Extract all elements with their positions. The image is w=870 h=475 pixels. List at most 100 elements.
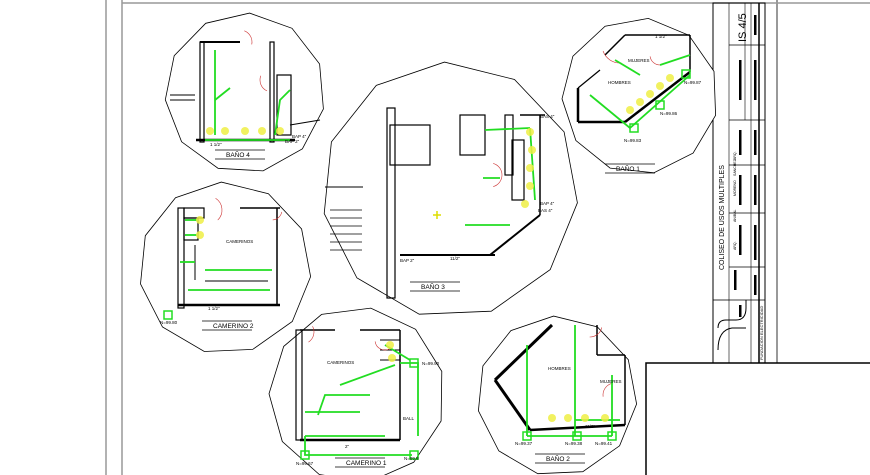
- wall: [493, 379, 532, 431]
- toilet-fixture: [636, 98, 644, 106]
- detail-label: 1 1/2": [210, 142, 222, 147]
- toilet-fixture: [521, 200, 529, 208]
- toilet-fixture: [196, 231, 204, 239]
- drain-pipe: [317, 394, 370, 416]
- title-block-text-mark: [739, 60, 742, 100]
- wall: [511, 139, 525, 201]
- detail-bubble-outline: [140, 181, 312, 352]
- detail-label: BAP 2": [400, 258, 415, 263]
- detail-label: N=99.86: [660, 111, 678, 116]
- wall: [624, 71, 691, 123]
- drain-pipe: [484, 127, 531, 131]
- toilet-fixture: [206, 127, 214, 135]
- wall: [389, 124, 431, 166]
- title-block-item: ARQ.: [733, 241, 737, 250]
- detail-label: N=99.87: [684, 80, 702, 85]
- inspection-box: [163, 310, 173, 320]
- drain-pipe: [339, 364, 396, 386]
- detail-bubble-outline: [561, 17, 717, 174]
- door-swing: [589, 327, 603, 338]
- detail-label: MUJERES: [600, 379, 622, 384]
- inspection-box: [607, 431, 617, 441]
- title-block-text-mark: [754, 15, 757, 35]
- detail-title: CAMERINO 2: [213, 323, 254, 330]
- detail-label: BAS 4": [540, 114, 555, 119]
- title-block-text-mark: [754, 175, 757, 205]
- title-block-text-mark: [754, 60, 757, 100]
- title-block-border: [712, 2, 766, 364]
- detail-label: N=99.8: [404, 456, 419, 461]
- wall: [276, 74, 292, 136]
- door-swing: [649, 56, 661, 66]
- inspection-box: [300, 450, 310, 460]
- door-swing: [259, 75, 268, 92]
- drain-pipe: [614, 59, 641, 76]
- wall: [493, 323, 554, 382]
- drain-pipe: [274, 89, 291, 136]
- firm-name: FUNDACION ELECTRICIDAD: [759, 306, 764, 360]
- title-block-text-mark: [754, 130, 757, 155]
- wall: [529, 423, 626, 432]
- title-block-item: MORENO: [733, 180, 737, 196]
- firm-logo: [717, 300, 747, 351]
- inspection-box: [572, 431, 582, 441]
- toilet-fixture: [528, 146, 536, 154]
- detail-label: N=99.80: [160, 320, 178, 325]
- title-block-text-mark: [739, 130, 742, 155]
- detail-title: BAÑO 4: [226, 150, 250, 159]
- detail-label: N=99.83: [624, 138, 642, 143]
- wall: [577, 69, 601, 89]
- detail-title: CAMERINO 1: [346, 460, 387, 467]
- door-swing: [602, 383, 612, 397]
- toilet-fixture: [241, 127, 249, 135]
- detail-label: BAP 2": [285, 139, 300, 144]
- detail-label: BAP 4": [540, 201, 555, 206]
- drain-pipe: [214, 87, 231, 101]
- inspection-box: [409, 358, 419, 368]
- toilet-fixture: [548, 414, 556, 422]
- title-block-item: SANCHEZ: [733, 158, 737, 176]
- sheet-number: IS 4/5: [737, 13, 749, 42]
- drain-pipe: [659, 54, 691, 66]
- inspection-box: [409, 450, 419, 460]
- detail-label: 1 1/2": [655, 34, 667, 39]
- drain-pipe: [304, 436, 412, 456]
- door-swing: [272, 211, 283, 221]
- title-block-text-mark: [739, 305, 742, 317]
- wall: [183, 217, 199, 241]
- toilet-fixture: [526, 182, 534, 190]
- door-swing: [493, 163, 503, 187]
- detail-bubble-outline: [164, 12, 324, 172]
- toilet-fixture: [388, 354, 396, 362]
- detail-label: 11/2": [450, 256, 460, 261]
- inspection-box: [522, 431, 532, 441]
- detail-label: N=99.41: [595, 441, 613, 446]
- title-block-text-mark: [734, 270, 737, 290]
- detail-label: 11/2": [585, 424, 595, 429]
- toilet-fixture: [386, 341, 394, 349]
- title-block-text-mark: [739, 225, 742, 255]
- toilet-fixture: [526, 164, 534, 172]
- door-swing: [308, 326, 315, 343]
- wall: [386, 107, 396, 299]
- toilet-fixture: [626, 106, 634, 114]
- wall: [459, 114, 486, 156]
- title-block-text-mark: [754, 275, 757, 295]
- wall: [289, 119, 321, 126]
- detail-label: 2": [345, 444, 350, 449]
- bottom-right-box: [645, 362, 870, 475]
- title-block-text-mark: [754, 225, 757, 260]
- detail-label: HOMBRES: [608, 80, 631, 85]
- title-block-item: ARQ.: [733, 151, 737, 160]
- drain-pipe: [529, 127, 536, 201]
- detail-label: CAMERINOS: [226, 239, 253, 244]
- toilet-fixture: [276, 127, 284, 135]
- detail-label: MUJERES: [628, 58, 650, 63]
- detail-label: CAMERINOS: [327, 360, 354, 365]
- detail-label: N=99.37: [515, 441, 533, 446]
- toilet-fixture: [526, 128, 534, 136]
